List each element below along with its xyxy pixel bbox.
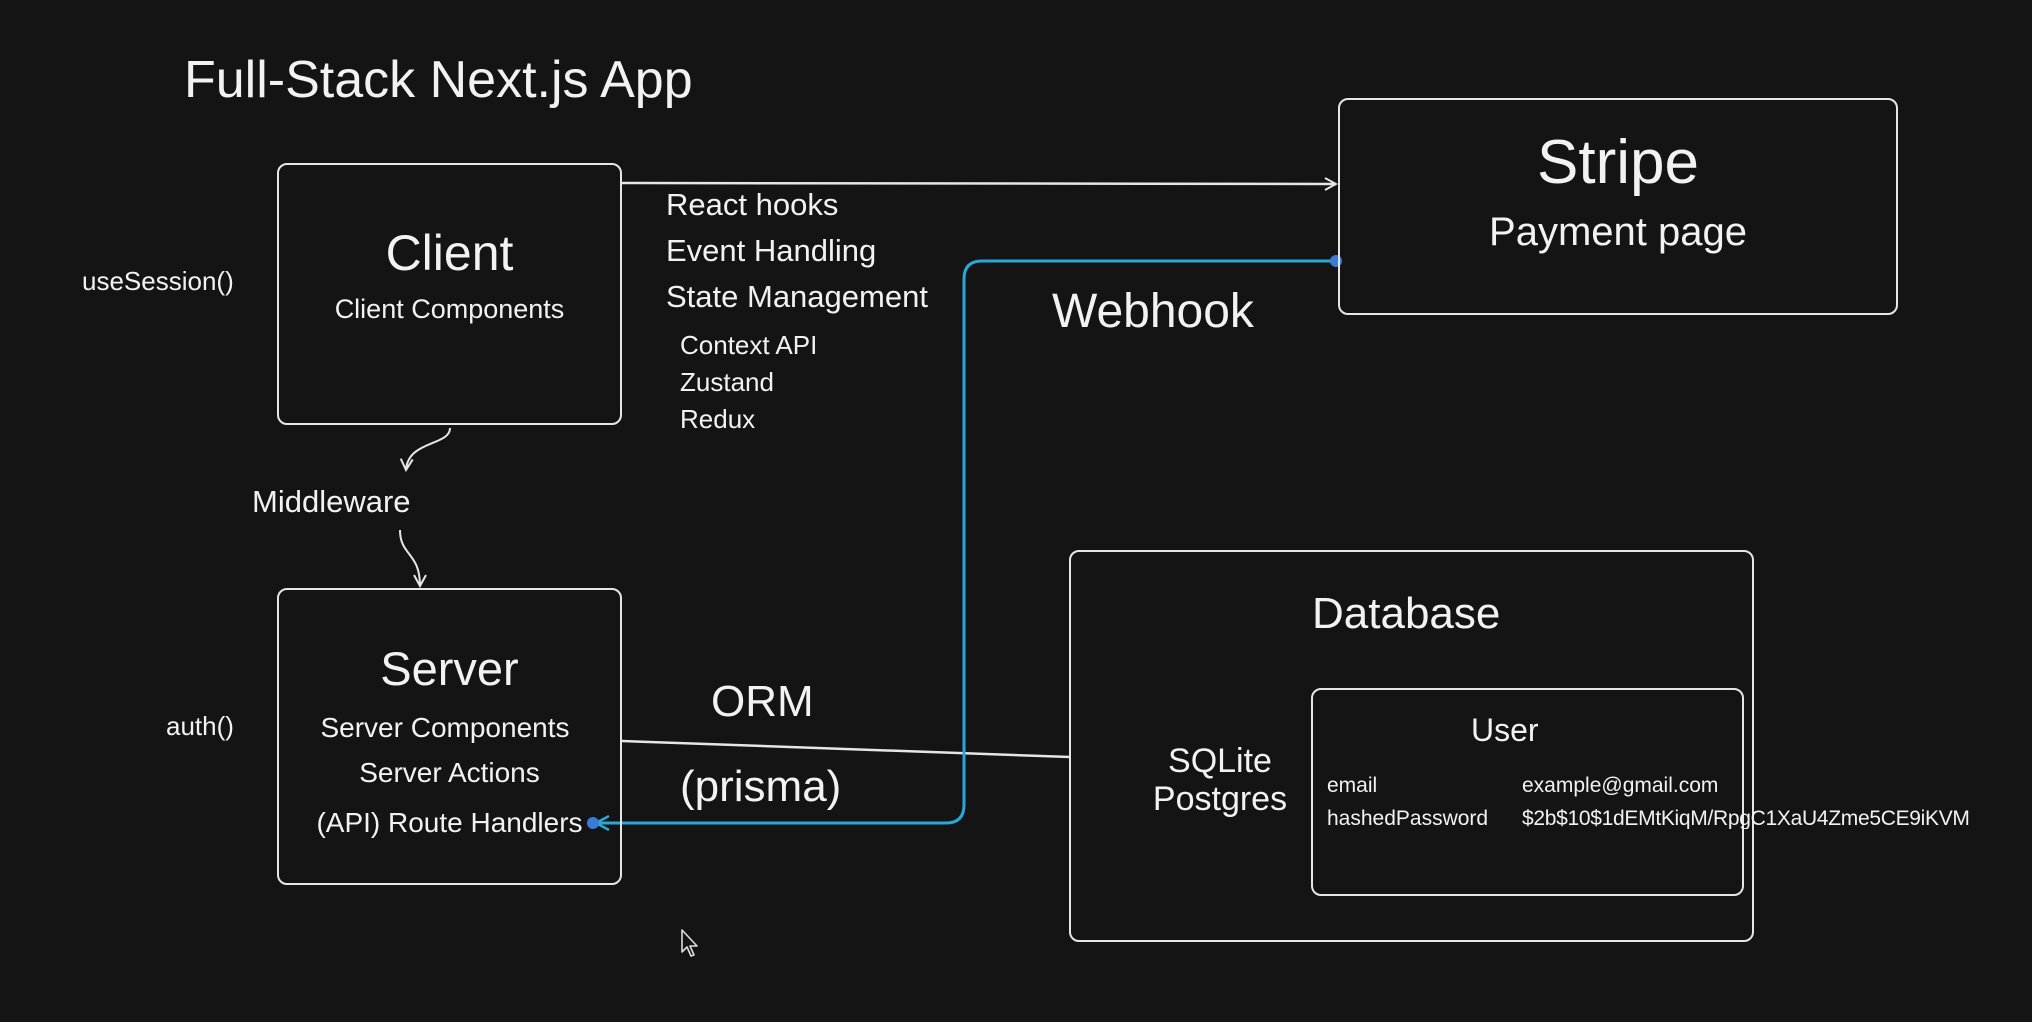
mouse-pointer-icon <box>681 929 698 957</box>
state-lib-redux: Redux <box>680 404 756 434</box>
client-heading: Client <box>385 225 514 281</box>
auth-label: auth() <box>166 711 234 741</box>
client-to-middleware-arrow <box>406 427 451 470</box>
database-heading: Database <box>1312 589 1501 638</box>
orm-label: ORM <box>711 677 814 726</box>
database-box <box>1069 550 1754 942</box>
feature-event-handling: Event Handling <box>666 233 877 268</box>
db-engine-sqlite: SQLite <box>1168 742 1272 780</box>
webhook-end-dot <box>587 817 599 829</box>
user-field-hashed-password: hashedPassword <box>1327 807 1489 830</box>
stripe-box <box>1338 98 1898 315</box>
middleware-label: Middleware <box>252 484 411 519</box>
server-heading: Server <box>380 642 519 695</box>
webhook-line <box>596 259 1336 823</box>
client-subheading: Client Components <box>334 294 565 324</box>
client-to-stripe-arrow <box>621 183 1336 184</box>
prisma-label: (prisma) <box>680 762 842 811</box>
server-box <box>277 588 622 885</box>
feature-state-management: State Management <box>666 279 928 314</box>
feature-react-hooks: React hooks <box>666 187 839 222</box>
user-table-title: User <box>1471 712 1539 748</box>
user-value-email: example@gmail.com <box>1522 774 1719 797</box>
server-line-components: Server Components <box>320 712 570 743</box>
client-box <box>277 163 622 425</box>
state-lib-zustand: Zustand <box>680 367 774 397</box>
use-session-label: useSession() <box>82 266 234 296</box>
server-to-database-line <box>621 739 1071 759</box>
state-lib-context-api: Context API <box>680 330 818 360</box>
user-table-box <box>1311 688 1744 896</box>
db-engine-postgres: Postgres <box>1152 780 1288 818</box>
user-field-email: email <box>1327 774 1378 797</box>
server-line-actions: Server Actions <box>359 757 540 788</box>
diagram-title: Full-Stack Next.js App <box>184 51 693 109</box>
middleware-to-server-arrow <box>399 529 420 586</box>
webhook-label: Webhook <box>1052 285 1254 338</box>
stripe-heading: Stripe <box>1537 128 1699 197</box>
server-line-route-handlers: (API) Route Handlers <box>316 807 583 838</box>
stripe-subheading: Payment page <box>1489 210 1747 254</box>
user-value-hashed-password: $2b$10$1dEMtKiqM/RpgC1XaU4Zme5CE9iKVM <box>1522 808 1970 829</box>
